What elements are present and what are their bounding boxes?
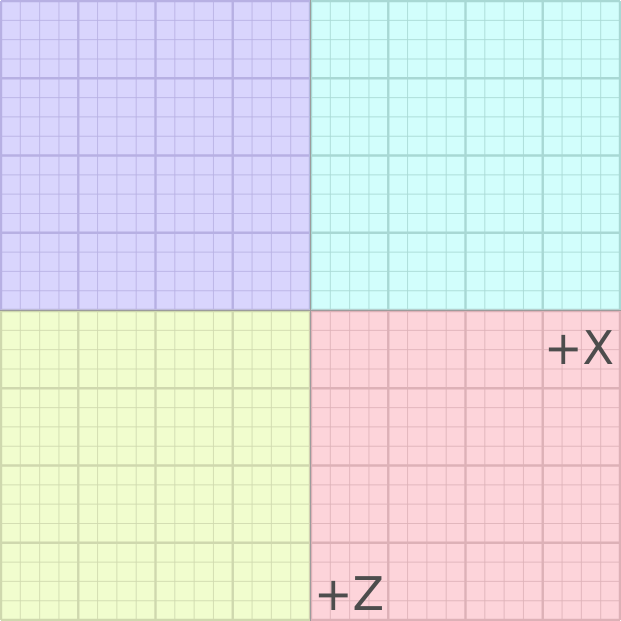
x-axis-label: +X xyxy=(544,321,615,375)
quadrant-bottom-right xyxy=(309,309,621,621)
quadrant-top-right xyxy=(309,0,621,312)
quadrant-bottom-left xyxy=(0,309,312,621)
quadrant-top-left xyxy=(0,0,312,312)
z-axis-label: +Z xyxy=(314,567,385,621)
